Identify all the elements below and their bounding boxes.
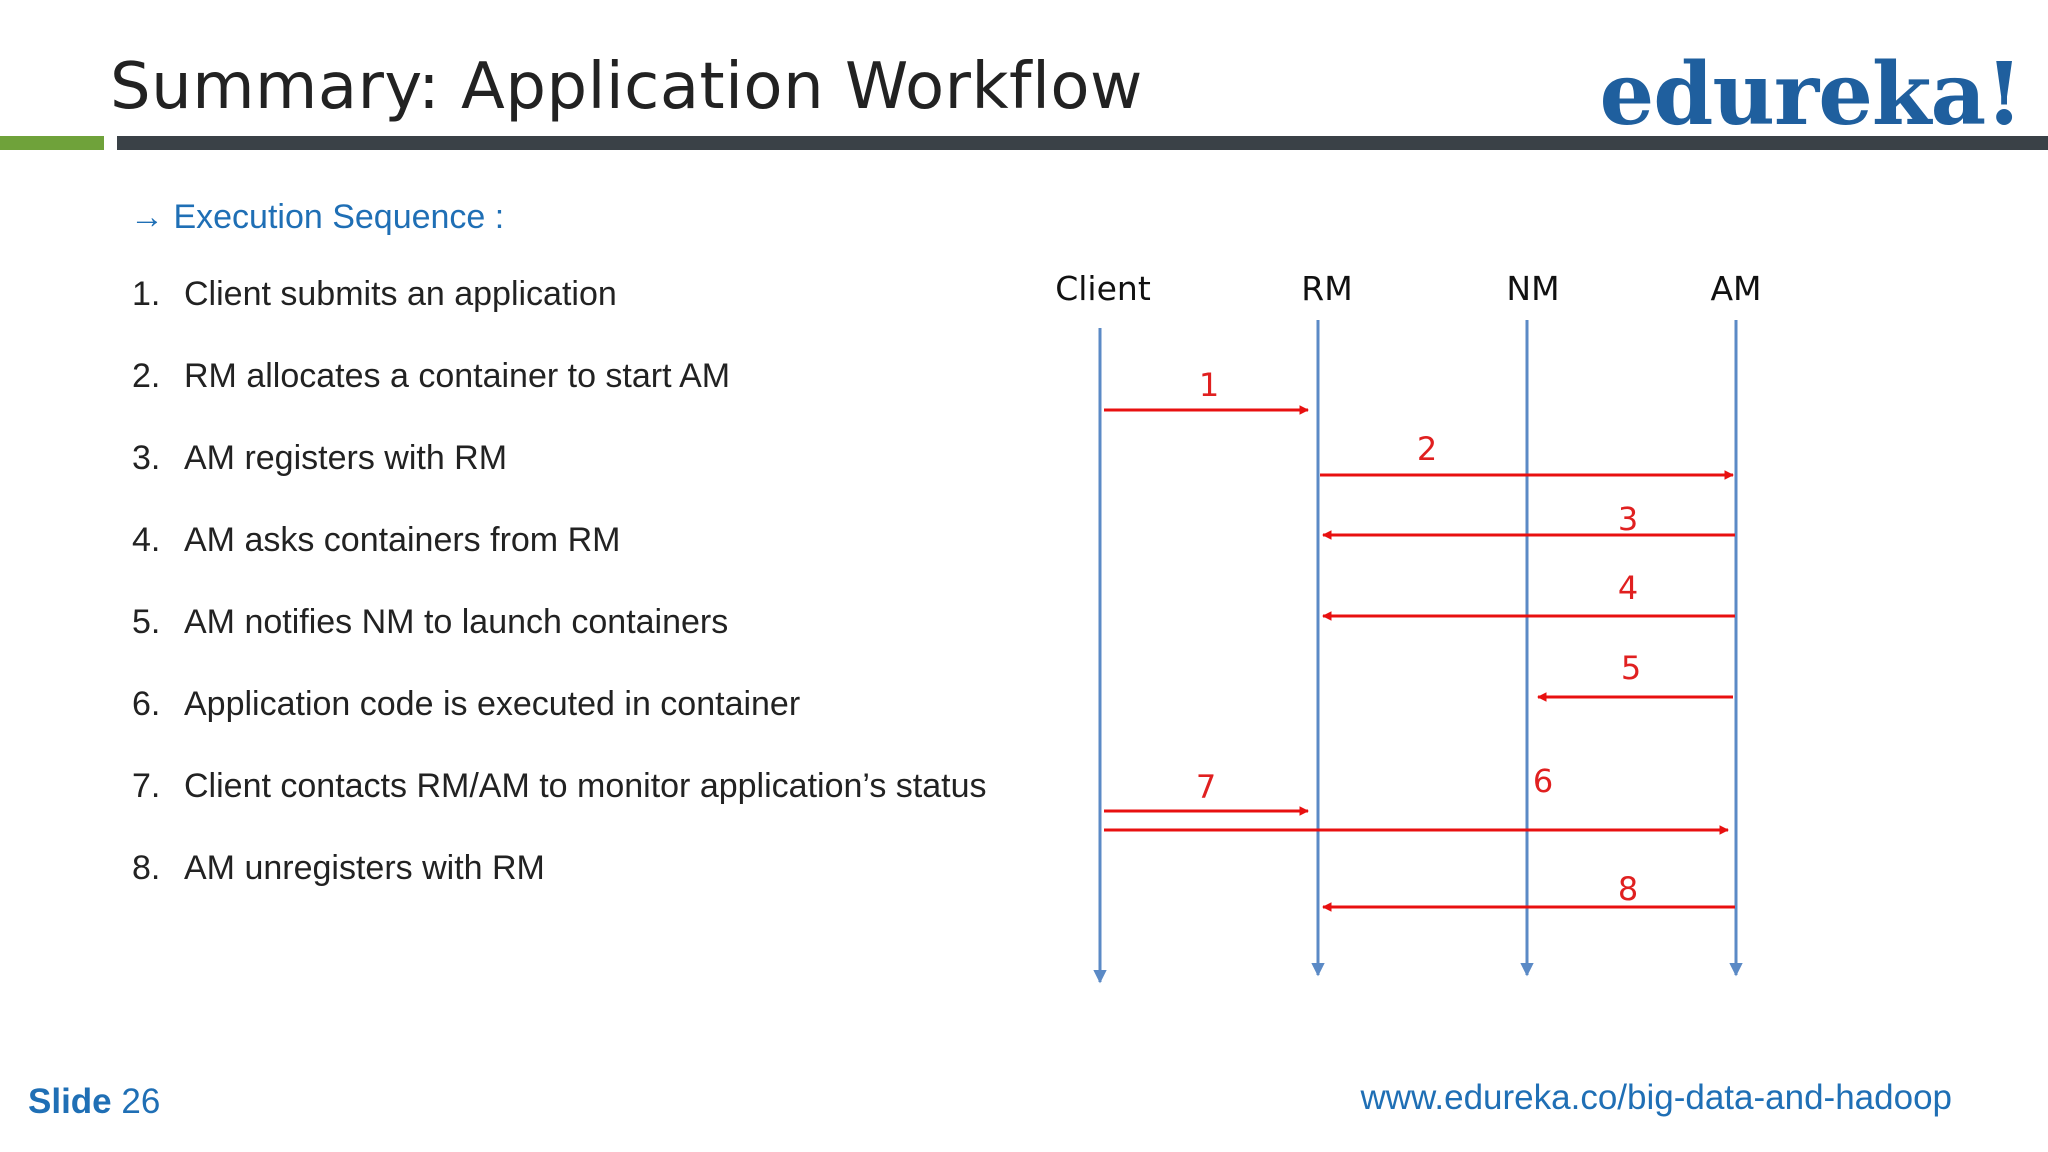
slide-label: Slide <box>28 1082 112 1121</box>
execution-sequence-heading: → Execution Sequence : <box>130 198 505 236</box>
message-label-8: 8 <box>1618 870 1638 908</box>
message-label-6: 6 <box>1533 762 1553 800</box>
actor-label-client: Client <box>1055 269 1151 308</box>
step-text: RM allocates a container to start AM <box>184 357 731 395</box>
edureka-logo: edureka! <box>1599 44 2023 145</box>
title-underline-accent <box>0 136 104 150</box>
step-item: 7. Client contacts RM/AM to monitor appli… <box>132 767 987 849</box>
execution-steps-list: 1. Client submits an application 2. RM all… <box>132 275 987 931</box>
step-text: Client submits an application <box>184 275 617 313</box>
step-text: AM registers with RM <box>184 439 508 477</box>
step-number: 2. <box>132 357 161 395</box>
step-item: 6. Application code is executed in contai… <box>132 685 987 767</box>
step-number: 5. <box>132 603 161 641</box>
slide-title: Summary: Application Workflow <box>110 50 1143 124</box>
step-number: 6. <box>132 685 161 723</box>
actor-label-rm: RM <box>1301 269 1352 308</box>
step-text: AM unregisters with RM <box>184 849 545 887</box>
step-text: Client contacts RM/AM to monitor applica… <box>184 767 987 805</box>
message-label-4: 4 <box>1618 569 1638 607</box>
step-number: 3. <box>132 439 161 477</box>
step-text: Application code is executed in containe… <box>184 685 801 723</box>
slide-number-value: 26 <box>121 1082 161 1121</box>
slide-number: Slide 26 <box>28 1082 160 1122</box>
step-number: 8. <box>132 849 161 887</box>
message-label-3: 3 <box>1618 500 1638 538</box>
step-item: 8. AM unregisters with RM <box>132 849 987 931</box>
step-item: 3. AM registers with RM <box>132 439 987 521</box>
step-number: 7. <box>132 767 161 805</box>
step-number: 1. <box>132 275 161 313</box>
step-number: 4. <box>132 521 161 559</box>
message-label-2: 2 <box>1417 430 1437 468</box>
message-label-1: 1 <box>1199 366 1219 404</box>
title-underline <box>117 136 2048 150</box>
step-item: 1. Client submits an application <box>132 275 987 357</box>
footer-url: www.edureka.co/big-data-and-hadoop <box>1360 1078 1953 1117</box>
actor-label-nm: NM <box>1506 269 1559 308</box>
step-item: 2. RM allocates a container to start AM <box>132 357 987 439</box>
step-text: AM notifies NM to launch containers <box>184 603 729 641</box>
message-label-7: 7 <box>1196 768 1216 806</box>
step-item: 5. AM notifies NM to launch containers <box>132 603 987 685</box>
step-text: AM asks containers from RM <box>184 521 621 559</box>
actor-label-am: AM <box>1710 269 1761 308</box>
step-item: 4. AM asks containers from RM <box>132 521 987 603</box>
message-label-5: 5 <box>1621 649 1641 687</box>
